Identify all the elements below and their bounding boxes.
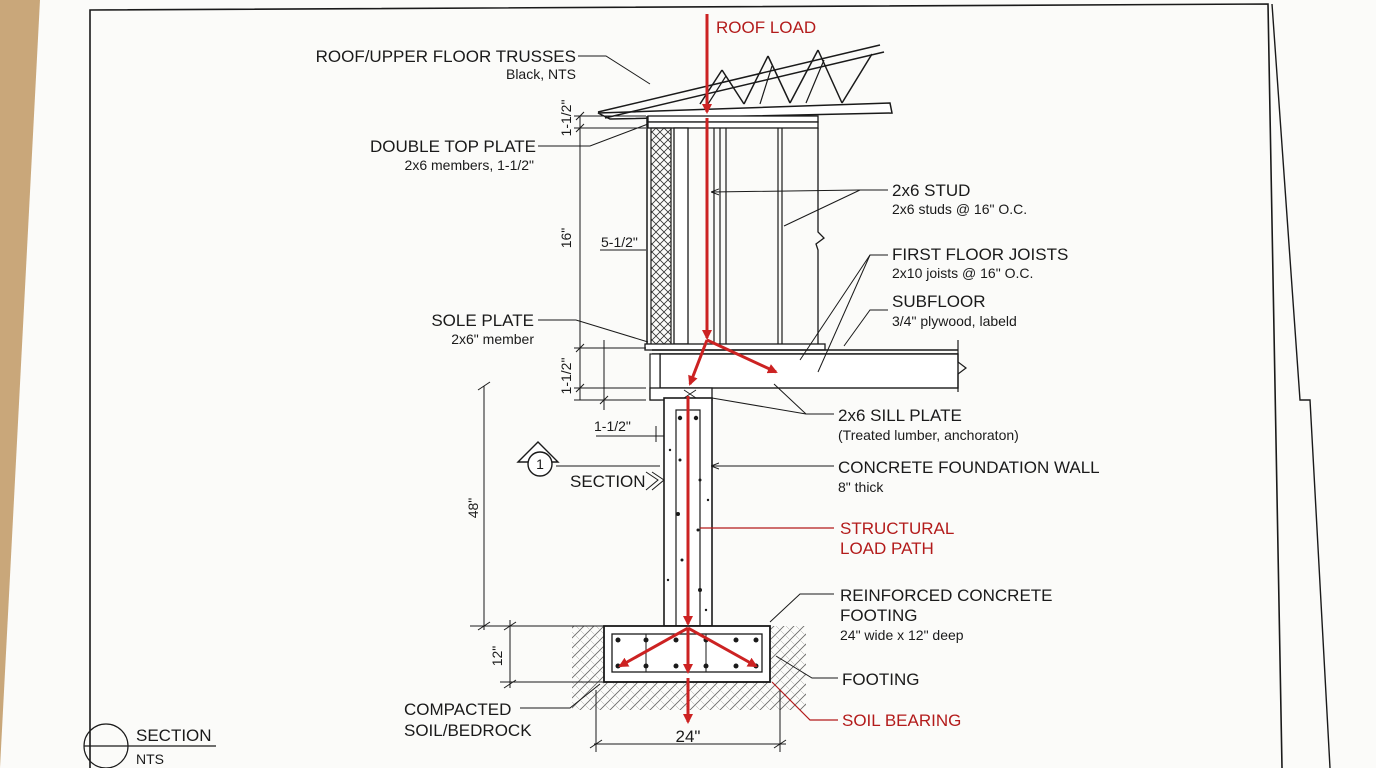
footing-title-2: FOOTING — [840, 606, 917, 625]
load-path-label-1: STRUCTURAL — [840, 519, 954, 538]
dim-foundation-height: 48" — [465, 498, 481, 519]
title-block-section: SECTION — [136, 726, 212, 745]
soil-label-1: COMPACTED — [404, 700, 511, 719]
section-mark-label: SECTION — [570, 472, 646, 491]
sill-plate-title: 2x6 SILL PLATE — [838, 406, 962, 425]
subfloor-title: SUBFLOOR — [892, 292, 986, 311]
roof-truss — [597, 44, 893, 120]
dim-footing-width: 24" — [676, 727, 701, 746]
dim-sole-plate: 1-1/2" — [558, 358, 574, 395]
soil-label-2: SOIL/BEDROCK — [404, 721, 532, 740]
stud-title: 2x6 STUD — [892, 181, 970, 200]
dim-footing-depth: 12" — [489, 646, 505, 667]
footing-sub: 24" wide x 12" deep — [840, 627, 964, 643]
trusses-sub: Black, NTS — [506, 66, 576, 82]
section-number: 1 — [536, 456, 544, 472]
floor-assembly — [649, 340, 967, 401]
load-path-label-2: LOAD PATH — [840, 539, 934, 558]
joists-title: FIRST FLOOR JOISTS — [892, 245, 1068, 264]
load-path-arrows — [618, 14, 778, 724]
dim-sill-plate: 1-1/2" — [594, 418, 631, 434]
dim-stud-depth: 5-1/2" — [601, 234, 638, 250]
trusses-title: ROOF/UPPER FLOOR TRUSSES — [316, 47, 576, 66]
roof-load-label: ROOF LOAD — [716, 18, 816, 37]
sole-plate-sub: 2x6" member — [451, 331, 534, 347]
soil-bearing-leader — [771, 681, 838, 721]
title-block-scale: NTS — [136, 751, 164, 767]
dim-wall-height: 16" — [558, 228, 574, 249]
subfloor-sub: 3/4" plywood, labeld — [892, 313, 1017, 329]
sheet-border-right — [1271, 3, 1331, 768]
sole-plate-title: SOLE PLATE — [431, 311, 534, 330]
foundation-sub: 8" thick — [838, 479, 884, 495]
footing-title-1: REINFORCED CONCRETE — [840, 586, 1053, 605]
soil-bearing-label: SOIL BEARING — [842, 711, 961, 730]
footing-label: FOOTING — [842, 670, 919, 689]
stud-sub: 2x6 studs @ 16" O.C. — [892, 201, 1027, 217]
sill-plate-sub: (Treated lumber, anchoraton) — [838, 427, 1019, 443]
sheet-border — [89, 3, 1283, 768]
top-plate-title: DOUBLE TOP PLATE — [370, 137, 536, 156]
top-plate-sub: 2x6 members, 1-1/2" — [405, 157, 534, 173]
foundation-title: CONCRETE FOUNDATION WALL — [838, 458, 1100, 477]
dim-top-plate: 1-1/2" — [558, 100, 574, 137]
joists-sub: 2x10 joists @ 16" O.C. — [892, 265, 1033, 281]
dimension-lines — [470, 111, 787, 752]
section-marker — [516, 441, 665, 491]
wall-assembly — [644, 115, 826, 351]
leader-lines — [520, 55, 888, 709]
title-block — [83, 723, 216, 768]
